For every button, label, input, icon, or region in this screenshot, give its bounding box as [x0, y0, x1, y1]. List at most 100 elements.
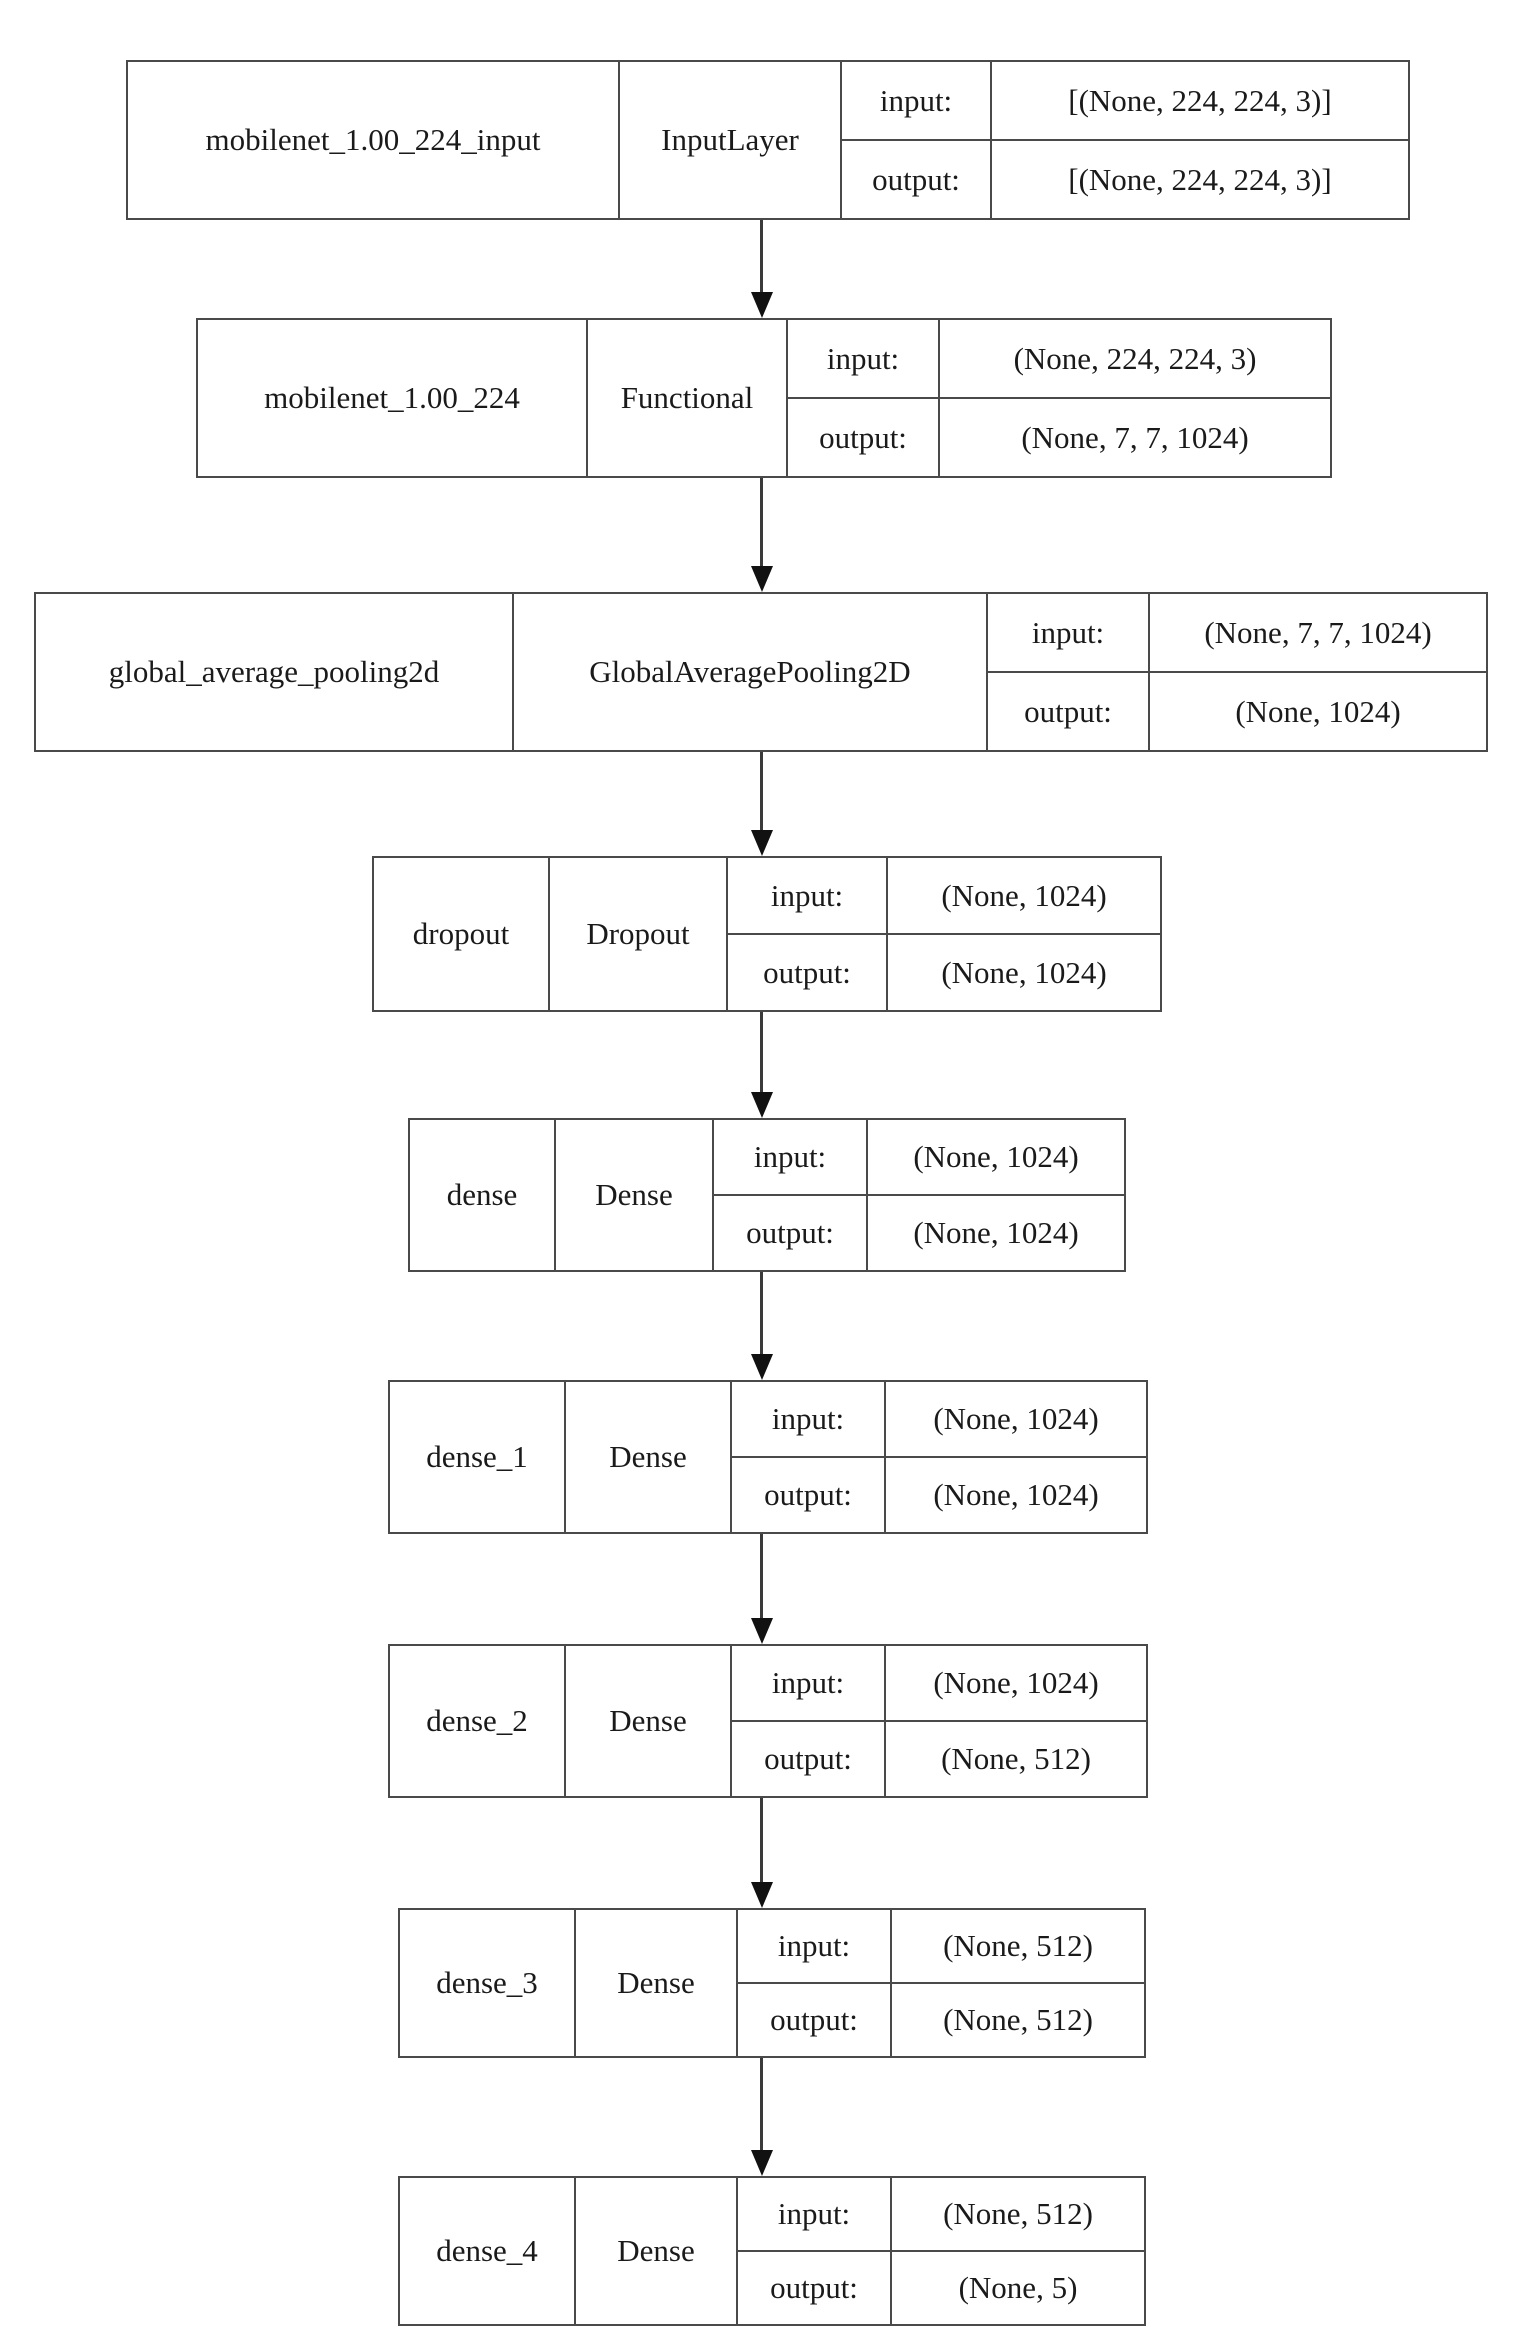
output-shape-row: output:(None, 1024)	[732, 1458, 1146, 1532]
output-shape-value: (None, 5)	[958, 2270, 1078, 2305]
input-shape-value: (None, 512)	[943, 2196, 1093, 2231]
output-shape-row: output: [(None, 224, 224, 3)]	[842, 141, 1408, 218]
edge-line	[760, 1798, 763, 1888]
layer-name: global_average_pooling2d	[36, 594, 514, 750]
output-label: output:	[842, 141, 992, 218]
input-shape-value: (None, 1024)	[933, 1665, 1099, 1700]
output-label: output:	[714, 1196, 868, 1270]
output-shape-row: output: (None, 512)	[732, 1722, 1146, 1796]
input-shape-value: (None, 512)	[943, 1928, 1093, 1963]
input-shape-value: (None, 1024)	[941, 877, 1107, 913]
edge-dense_2-to-dense_3	[751, 1798, 773, 1908]
output-shape-value: (None, 512)	[943, 2002, 1093, 2037]
output-shape-value: (None, 7, 7, 1024)	[1021, 419, 1249, 455]
input-label: input:	[988, 594, 1150, 671]
output-shape-value: (None, 1024)	[913, 1215, 1079, 1250]
layer-name: dense_4	[400, 2178, 576, 2324]
output-shape-row: output: (None, 1024)	[714, 1196, 1124, 1270]
input-shape-row: input:(None, 1024)	[728, 858, 1160, 935]
layer-type: Dense	[576, 1910, 738, 2056]
input-label: input:	[732, 1646, 886, 1720]
layer-name: mobilenet_1.00_224_input	[128, 62, 620, 218]
layer-shape-table: input: (None, 1024) output: (None, 1024)	[714, 1120, 1124, 1270]
output-label: output:	[788, 399, 940, 476]
layer-type: Dense	[566, 1382, 732, 1532]
arrowhead-icon	[751, 830, 773, 856]
edge-line	[760, 1272, 763, 1360]
input-shape-value: (None, 1024)	[933, 1401, 1099, 1436]
output-label: output:	[728, 935, 888, 1010]
edge-line	[760, 1534, 763, 1624]
layer-type: Dropout	[550, 858, 728, 1010]
input-shape-row: input:(None, 7, 7, 1024)	[988, 594, 1486, 673]
edge-dropout-to-dense	[751, 1012, 773, 1118]
layer-shape-table: input: (None, 512) output: (None, 5)	[738, 2178, 1144, 2324]
layer-shape-table: input: [(None, 224, 224, 3)] output: [(None…	[842, 62, 1408, 218]
input-label: input:	[788, 320, 940, 397]
output-label: output:	[988, 673, 1150, 750]
layer-name: dense	[410, 1120, 556, 1270]
input-label: input:	[842, 62, 992, 139]
layer-name: mobilenet_1.00_224	[198, 320, 588, 476]
edge-line	[760, 2058, 763, 2156]
edge-line	[760, 478, 763, 572]
edge-mobilenet_1.00_224_input-to-mobilenet_1.00_224	[751, 220, 773, 318]
layer-shape-table: input: (None, 224, 224, 3) output: (None, 7…	[788, 320, 1330, 476]
arrowhead-icon	[751, 1354, 773, 1380]
layer-name: dense_3	[400, 1910, 576, 2056]
arrowhead-icon	[751, 566, 773, 592]
output-shape-value: [(None, 224, 224, 3)]	[1068, 161, 1332, 197]
output-shape-row: output: (None, 7, 7, 1024)	[788, 399, 1330, 476]
output-label: output:	[732, 1458, 886, 1532]
input-shape-row: input: (None, 224, 224, 3)	[788, 320, 1330, 399]
edge-global_average_pooling2d-to-dropout	[751, 752, 773, 856]
output-shape-row: output: (None, 512)	[738, 1984, 1144, 2056]
arrowhead-icon	[751, 2150, 773, 2176]
output-shape-row: output: (None, 5)	[738, 2252, 1144, 2324]
output-shape-value: (None, 512)	[941, 1741, 1091, 1776]
input-shape-row: input: (None, 1024)	[732, 1382, 1146, 1458]
input-shape-row: input: (None, 1024)	[732, 1646, 1146, 1722]
output-shape-row: output: (None, 1024)	[988, 673, 1486, 750]
layer-shape-table: input:(None, 7, 7, 1024)output: (None, 10…	[988, 594, 1486, 750]
output-shape-value: (None, 1024)	[1235, 693, 1401, 729]
layer-name: dense_1	[390, 1382, 566, 1532]
edge-dense-to-dense_1	[751, 1272, 773, 1380]
edge-dense_1-to-dense_2	[751, 1534, 773, 1644]
input-shape-value: (None, 1024)	[913, 1139, 1079, 1174]
output-label: output:	[738, 1984, 892, 2056]
edge-dense_3-to-dense_4	[751, 2058, 773, 2176]
input-label: input:	[738, 1910, 892, 1982]
input-label: input:	[714, 1120, 868, 1194]
arrowhead-icon	[751, 1618, 773, 1644]
layer-type: Functional	[588, 320, 788, 476]
layer-shape-table: input: (None, 1024) output:(None, 1024)	[732, 1382, 1146, 1532]
layer-name: dense_2	[390, 1646, 566, 1796]
edge-line	[760, 752, 763, 836]
layer-shape-table: input:(None, 1024)output: (None, 1024)	[728, 858, 1160, 1010]
output-label: output:	[738, 2252, 892, 2324]
arrowhead-icon	[751, 1882, 773, 1908]
input-label: input:	[738, 2178, 892, 2250]
edge-mobilenet_1.00_224-to-global_average_pooling2d	[751, 478, 773, 592]
arrowhead-icon	[751, 292, 773, 318]
output-label: output:	[732, 1722, 886, 1796]
layer-type: GlobalAveragePooling2D	[514, 594, 988, 750]
layer-type: InputLayer	[620, 62, 842, 218]
input-shape-row: input: (None, 512)	[738, 1910, 1144, 1984]
input-shape-value: [(None, 224, 224, 3)]	[1068, 82, 1332, 118]
input-shape-value: (None, 224, 224, 3)	[1013, 340, 1257, 376]
input-label: input:	[732, 1382, 886, 1456]
layer-type: Dense	[556, 1120, 714, 1270]
layer-type: Dense	[576, 2178, 738, 2324]
edge-line	[760, 220, 763, 298]
